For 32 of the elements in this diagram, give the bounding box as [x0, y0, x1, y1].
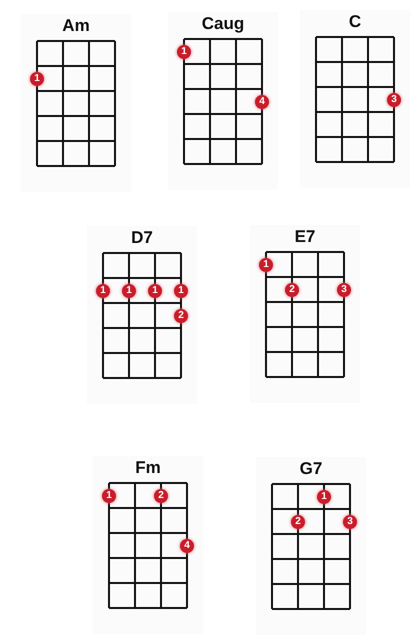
finger-dot: 2 — [174, 308, 188, 322]
finger-dot: 4 — [255, 94, 269, 108]
finger-dot: 1 — [148, 284, 162, 298]
chord-card — [87, 226, 197, 404]
finger-dot: 3 — [387, 92, 401, 106]
finger-dot: 3 — [337, 282, 351, 296]
finger-dot: 1 — [174, 284, 188, 298]
chord-card — [168, 12, 278, 190]
finger-dot: 1 — [317, 490, 331, 504]
finger-dot: 1 — [102, 488, 116, 502]
chord-name: E7 — [294, 227, 316, 247]
chord-name: Am — [61, 16, 91, 36]
chord-name: C — [348, 12, 362, 32]
chord-card — [250, 225, 360, 403]
chord-card — [300, 10, 410, 188]
finger-dot: 1 — [30, 72, 44, 86]
chord-name: Caug — [200, 14, 246, 34]
finger-dot: 1 — [259, 258, 273, 272]
chord-name: D7 — [130, 228, 154, 248]
finger-dot: 4 — [180, 538, 194, 552]
chord-card — [93, 456, 203, 634]
finger-dot: 2 — [285, 282, 299, 296]
chord-card — [256, 457, 366, 635]
chord-name: G7 — [298, 459, 324, 479]
chord-card — [21, 14, 131, 192]
finger-dot: 1 — [177, 44, 191, 58]
finger-dot: 3 — [343, 514, 357, 528]
chord-name: Fm — [134, 458, 162, 478]
finger-dot: 1 — [122, 284, 136, 298]
finger-dot: 2 — [154, 488, 168, 502]
finger-dot: 2 — [291, 514, 305, 528]
finger-dot: 1 — [96, 284, 110, 298]
